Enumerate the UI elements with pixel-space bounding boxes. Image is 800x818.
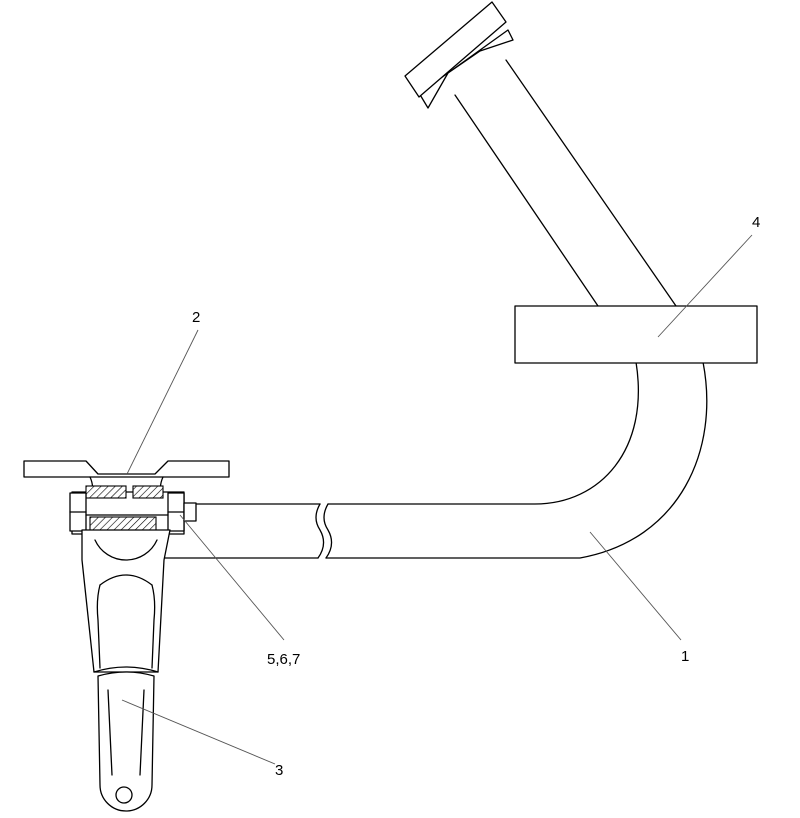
pipe-break-mark: [315, 503, 325, 559]
leader-lines: [121, 234, 753, 765]
callout-labels: 1 2 3 4 5,6,7: [192, 214, 760, 779]
hatched-plate-right: [132, 485, 164, 499]
leader-5: [179, 514, 285, 641]
lever-eye-hole: [115, 786, 133, 804]
bolt-clamp-assembly: [69, 485, 197, 536]
bent-pipe: [159, 59, 708, 559]
leader-1: [589, 531, 682, 641]
pipe-end-flange: [404, 1, 514, 109]
callout-3: 3: [275, 762, 283, 779]
leader-3: [121, 699, 276, 765]
leader-4: [657, 234, 753, 338]
lever-socket: [94, 539, 158, 561]
callout-2: 2: [192, 309, 200, 326]
lever-arm: [81, 529, 171, 812]
clamp-block: [514, 305, 758, 364]
callout-5-6-7: 5,6,7: [267, 651, 300, 668]
hatched-plate-left: [85, 485, 127, 499]
callout-4: 4: [752, 214, 760, 231]
leader-2: [126, 329, 199, 475]
callout-1: 1: [681, 648, 689, 665]
